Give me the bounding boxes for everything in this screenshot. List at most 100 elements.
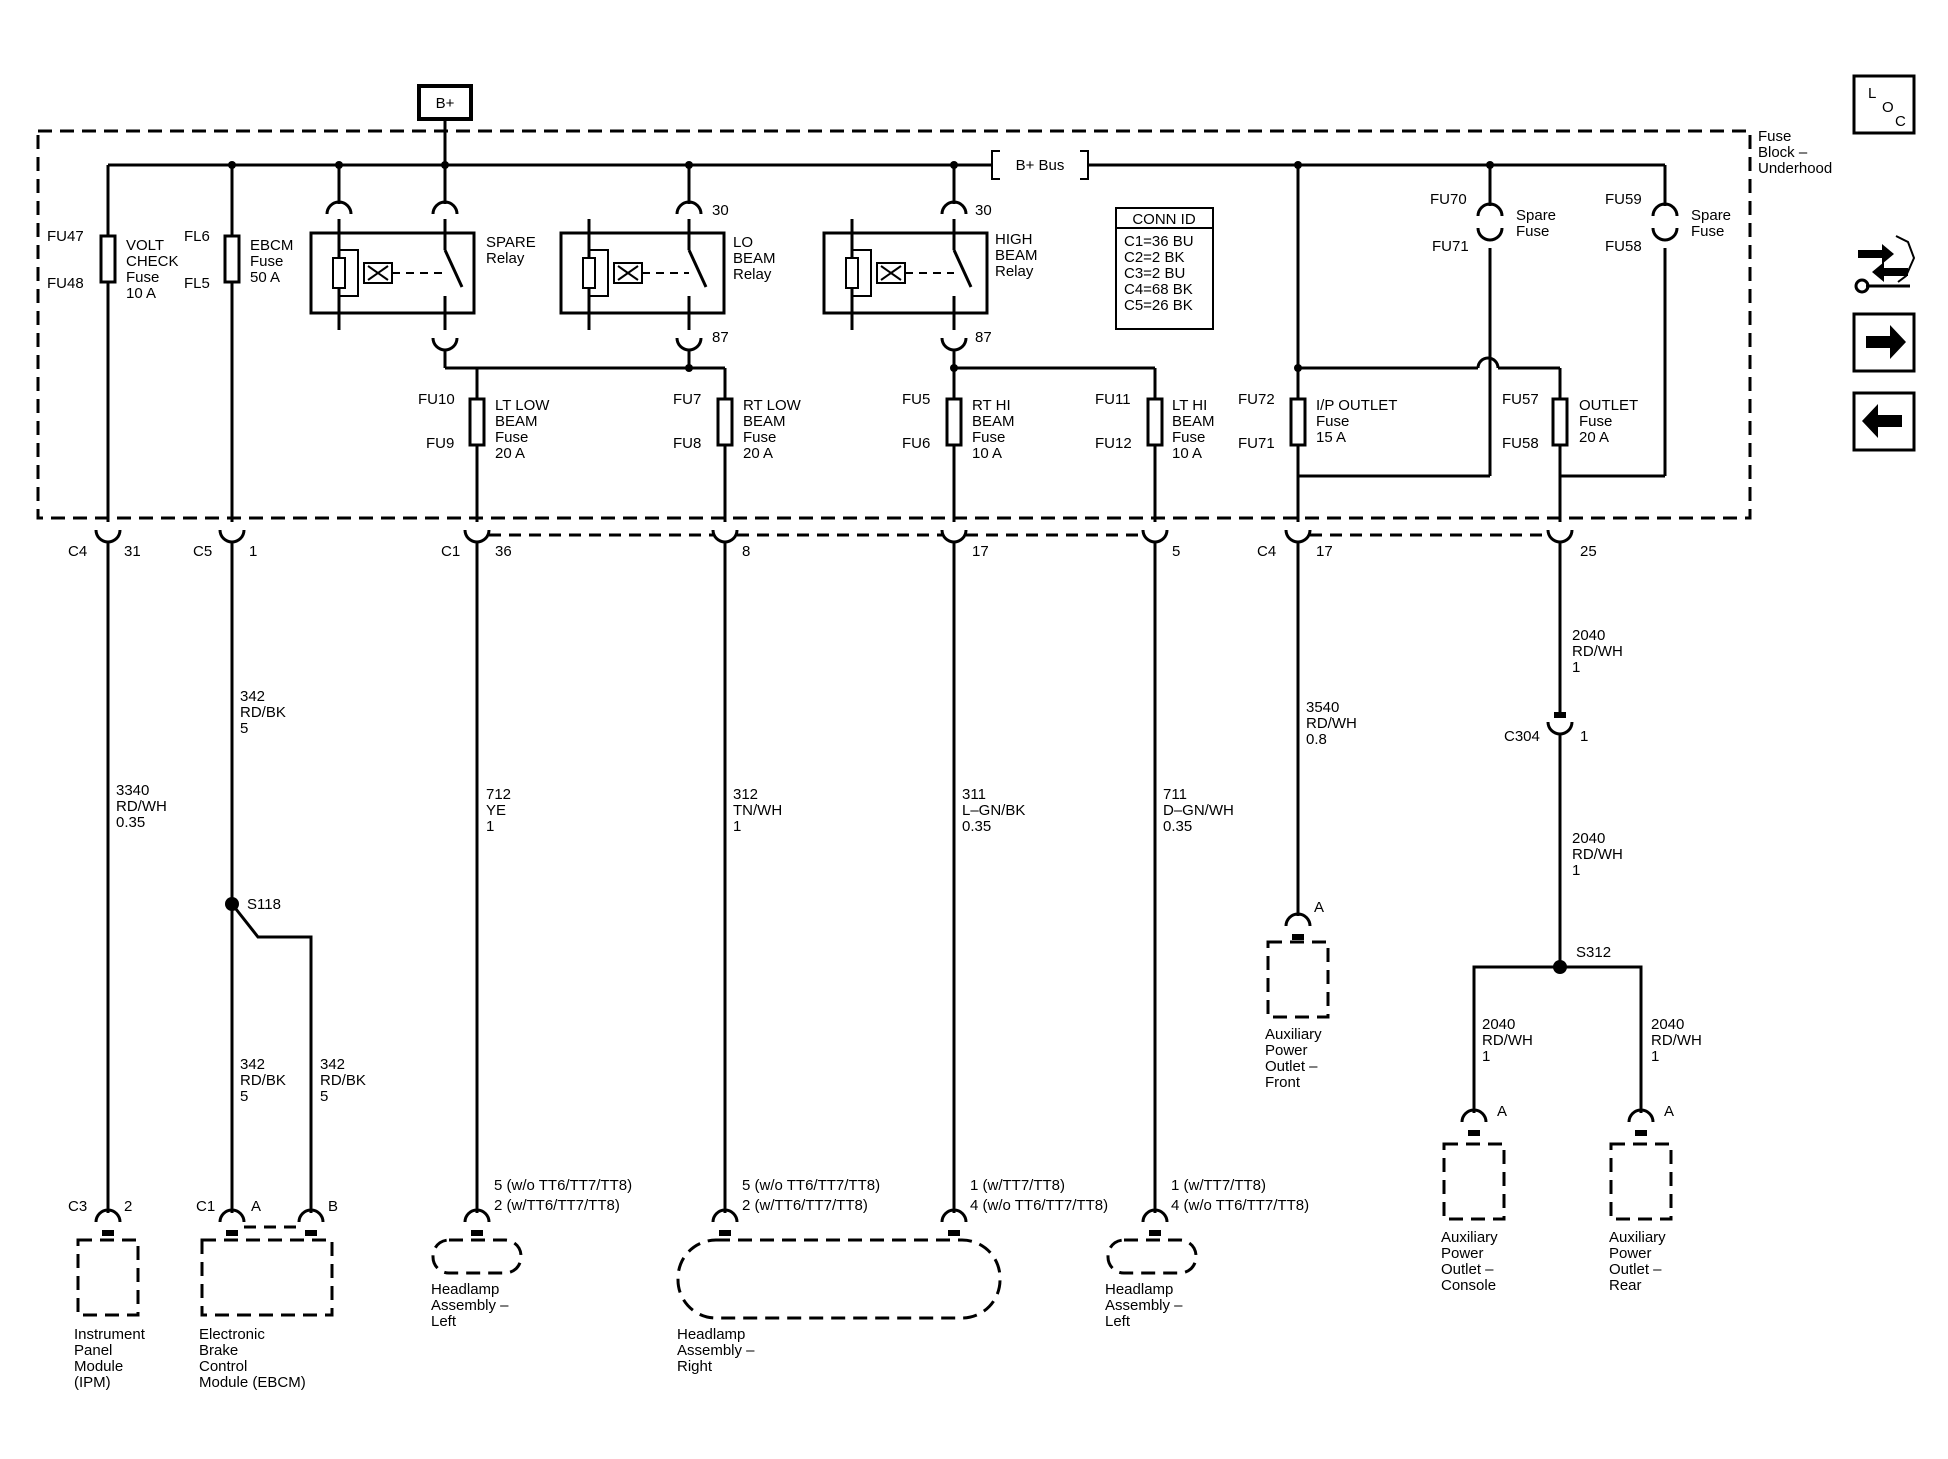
- svg-text:31: 31: [124, 543, 141, 560]
- svg-text:C5: C5: [193, 543, 212, 560]
- fuse-rt-low-beam: [716, 397, 734, 447]
- svg-text:RD/WH: RD/WH: [1651, 1032, 1702, 1049]
- svg-text:(IPM): (IPM): [74, 1374, 111, 1391]
- conn-id-table: CONN ID C1=36 BU C2=2 BK C3=2 BU C4=68 B…: [1115, 207, 1214, 330]
- svg-text:Fuse: Fuse: [250, 253, 283, 270]
- wire-2040c-label: 2040 RD/WH 1: [1482, 1016, 1533, 1065]
- spare-fuse-1: FU70 FU71 Spare Fuse: [1430, 165, 1556, 255]
- svg-text:FU59: FU59: [1605, 191, 1642, 208]
- svg-text:Headlamp: Headlamp: [1105, 1281, 1173, 1298]
- fuse-rt-low-label: RT LOW BEAM Fuse 20 A: [743, 397, 802, 462]
- svg-text:Right: Right: [677, 1358, 713, 1375]
- svg-text:BEAM: BEAM: [495, 413, 538, 430]
- svg-text:RD/WH: RD/WH: [1306, 715, 1357, 732]
- wire-342b-label: 342 RD/BK 5: [240, 1056, 286, 1105]
- high-beam-relay: 30 87 HIGH BEAM Relay: [822, 165, 1038, 368]
- bus-label: B+ Bus: [991, 150, 1089, 180]
- ebcm-module: [200, 1238, 334, 1317]
- svg-text:87: 87: [975, 329, 992, 346]
- svg-text:5: 5: [1172, 543, 1180, 560]
- fuse-volt-check-label: VOLT CHECK Fuse 10 A: [126, 237, 179, 302]
- svg-text:C3=2 BU: C3=2 BU: [1124, 265, 1185, 282]
- svg-text:Console: Console: [1441, 1277, 1496, 1294]
- wire-311-label: 311 L–GN/BK 0.35: [962, 786, 1025, 835]
- fuse-volt-check: [99, 234, 117, 284]
- svg-text:O: O: [1882, 99, 1894, 116]
- location-button[interactable]: L O C: [1852, 74, 1916, 135]
- svg-text:B+ Bus: B+ Bus: [1016, 157, 1065, 174]
- svg-text:Fuse: Fuse: [1691, 223, 1724, 240]
- svg-text:FU58: FU58: [1502, 435, 1539, 452]
- svg-text:1: 1: [733, 818, 741, 835]
- svg-text:FU9: FU9: [426, 435, 454, 452]
- svg-text:SPARE: SPARE: [486, 234, 536, 251]
- headlamp-left-1: [431, 1238, 523, 1275]
- svg-text:Relay: Relay: [995, 263, 1034, 280]
- svg-text:10 A: 10 A: [1172, 445, 1202, 462]
- fuse-lt-hi-beam: [1146, 397, 1164, 447]
- fuse-lt-low-label: LT LOW BEAM Fuse 20 A: [495, 397, 550, 462]
- svg-text:2040: 2040: [1651, 1016, 1684, 1033]
- apo-rear: [1609, 1142, 1673, 1221]
- svg-text:C1: C1: [196, 1198, 215, 1215]
- svg-text:30: 30: [975, 202, 992, 219]
- wire-712-label: 712 YE 1: [486, 786, 511, 835]
- svg-text:RD/WH: RD/WH: [116, 798, 167, 815]
- fuse-lt-hi-label: LT HI BEAM Fuse 10 A: [1172, 397, 1215, 462]
- lo-beam-relay: 30 87 LO BEAM Relay: [559, 165, 776, 368]
- svg-text:A: A: [251, 1198, 261, 1215]
- svg-text:Control: Control: [199, 1358, 247, 1375]
- ipm-label: Instrument Panel Module (IPM): [74, 1326, 146, 1391]
- svg-text:EBCM: EBCM: [250, 237, 293, 254]
- svg-text:5 (w/o TT6/TT7/TT8): 5 (w/o TT6/TT7/TT8): [742, 1177, 880, 1194]
- svg-text:Module: Module: [74, 1358, 123, 1375]
- svg-text:312: 312: [733, 786, 758, 803]
- svg-text:BEAM: BEAM: [972, 413, 1015, 430]
- svg-text:2 (w/TT6/TT7/TT8): 2 (w/TT6/TT7/TT8): [742, 1197, 868, 1214]
- apo-front-label: Auxiliary Power Outlet – Front: [1265, 1026, 1322, 1091]
- svg-text:L–GN/BK: L–GN/BK: [962, 802, 1025, 819]
- svg-text:1: 1: [486, 818, 494, 835]
- fuse-lt-low-beam: [468, 397, 486, 447]
- svg-text:Panel: Panel: [74, 1342, 112, 1359]
- svg-text:LO: LO: [733, 234, 753, 251]
- fuse-ip-outlet-label: I/P OUTLET Fuse 15 A: [1316, 397, 1397, 446]
- connector-wrench-icon[interactable]: [1854, 235, 1916, 294]
- headlamp-left-1-label: Headlamp Assembly – Left: [431, 1281, 509, 1330]
- svg-text:D–GN/WH: D–GN/WH: [1163, 802, 1234, 819]
- svg-text:20 A: 20 A: [1579, 429, 1609, 446]
- svg-text:FU57: FU57: [1502, 391, 1539, 408]
- svg-text:Fuse: Fuse: [1516, 223, 1549, 240]
- apo-rear-label: Auxiliary Power Outlet – Rear: [1609, 1229, 1666, 1294]
- svg-text:Assembly –: Assembly –: [431, 1297, 509, 1314]
- svg-text:4 (w/o TT6/TT7/TT8): 4 (w/o TT6/TT7/TT8): [970, 1197, 1108, 1214]
- svg-text:50 A: 50 A: [250, 269, 280, 286]
- svg-text:BEAM: BEAM: [743, 413, 786, 430]
- svg-text:17: 17: [972, 543, 989, 560]
- svg-text:B: B: [328, 1198, 338, 1215]
- svg-text:FU7: FU7: [673, 391, 701, 408]
- wire-2040d-label: 2040 RD/WH 1: [1651, 1016, 1702, 1065]
- spare-fuse-2: FU59 FU58 Spare Fuse: [1605, 165, 1731, 255]
- svg-text:Fuse: Fuse: [1316, 413, 1349, 430]
- back-arrow-button[interactable]: [1852, 391, 1916, 452]
- svg-text:0.8: 0.8: [1306, 731, 1327, 748]
- svg-text:FU48: FU48: [47, 275, 84, 292]
- svg-text:Front: Front: [1265, 1074, 1301, 1091]
- svg-text:Power: Power: [1441, 1245, 1484, 1262]
- svg-text:30: 30: [712, 202, 729, 219]
- svg-text:20 A: 20 A: [495, 445, 525, 462]
- forward-arrow-button[interactable]: [1852, 312, 1916, 373]
- svg-text:FU8: FU8: [673, 435, 701, 452]
- svg-text:FL6: FL6: [184, 228, 210, 245]
- svg-text:10 A: 10 A: [972, 445, 1002, 462]
- svg-text:311: 311: [962, 786, 986, 803]
- svg-text:0.35: 0.35: [962, 818, 991, 835]
- svg-text:Left: Left: [1105, 1313, 1131, 1330]
- headlamp-left-2-label: Headlamp Assembly – Left: [1105, 1281, 1183, 1330]
- svg-text:CONN ID: CONN ID: [1132, 211, 1196, 228]
- svg-text:0.35: 0.35: [116, 814, 145, 831]
- svg-text:BEAM: BEAM: [995, 247, 1038, 264]
- svg-text:1: 1: [1580, 728, 1588, 745]
- ebcm-label: Electronic Brake Control Module (EBCM): [199, 1326, 306, 1391]
